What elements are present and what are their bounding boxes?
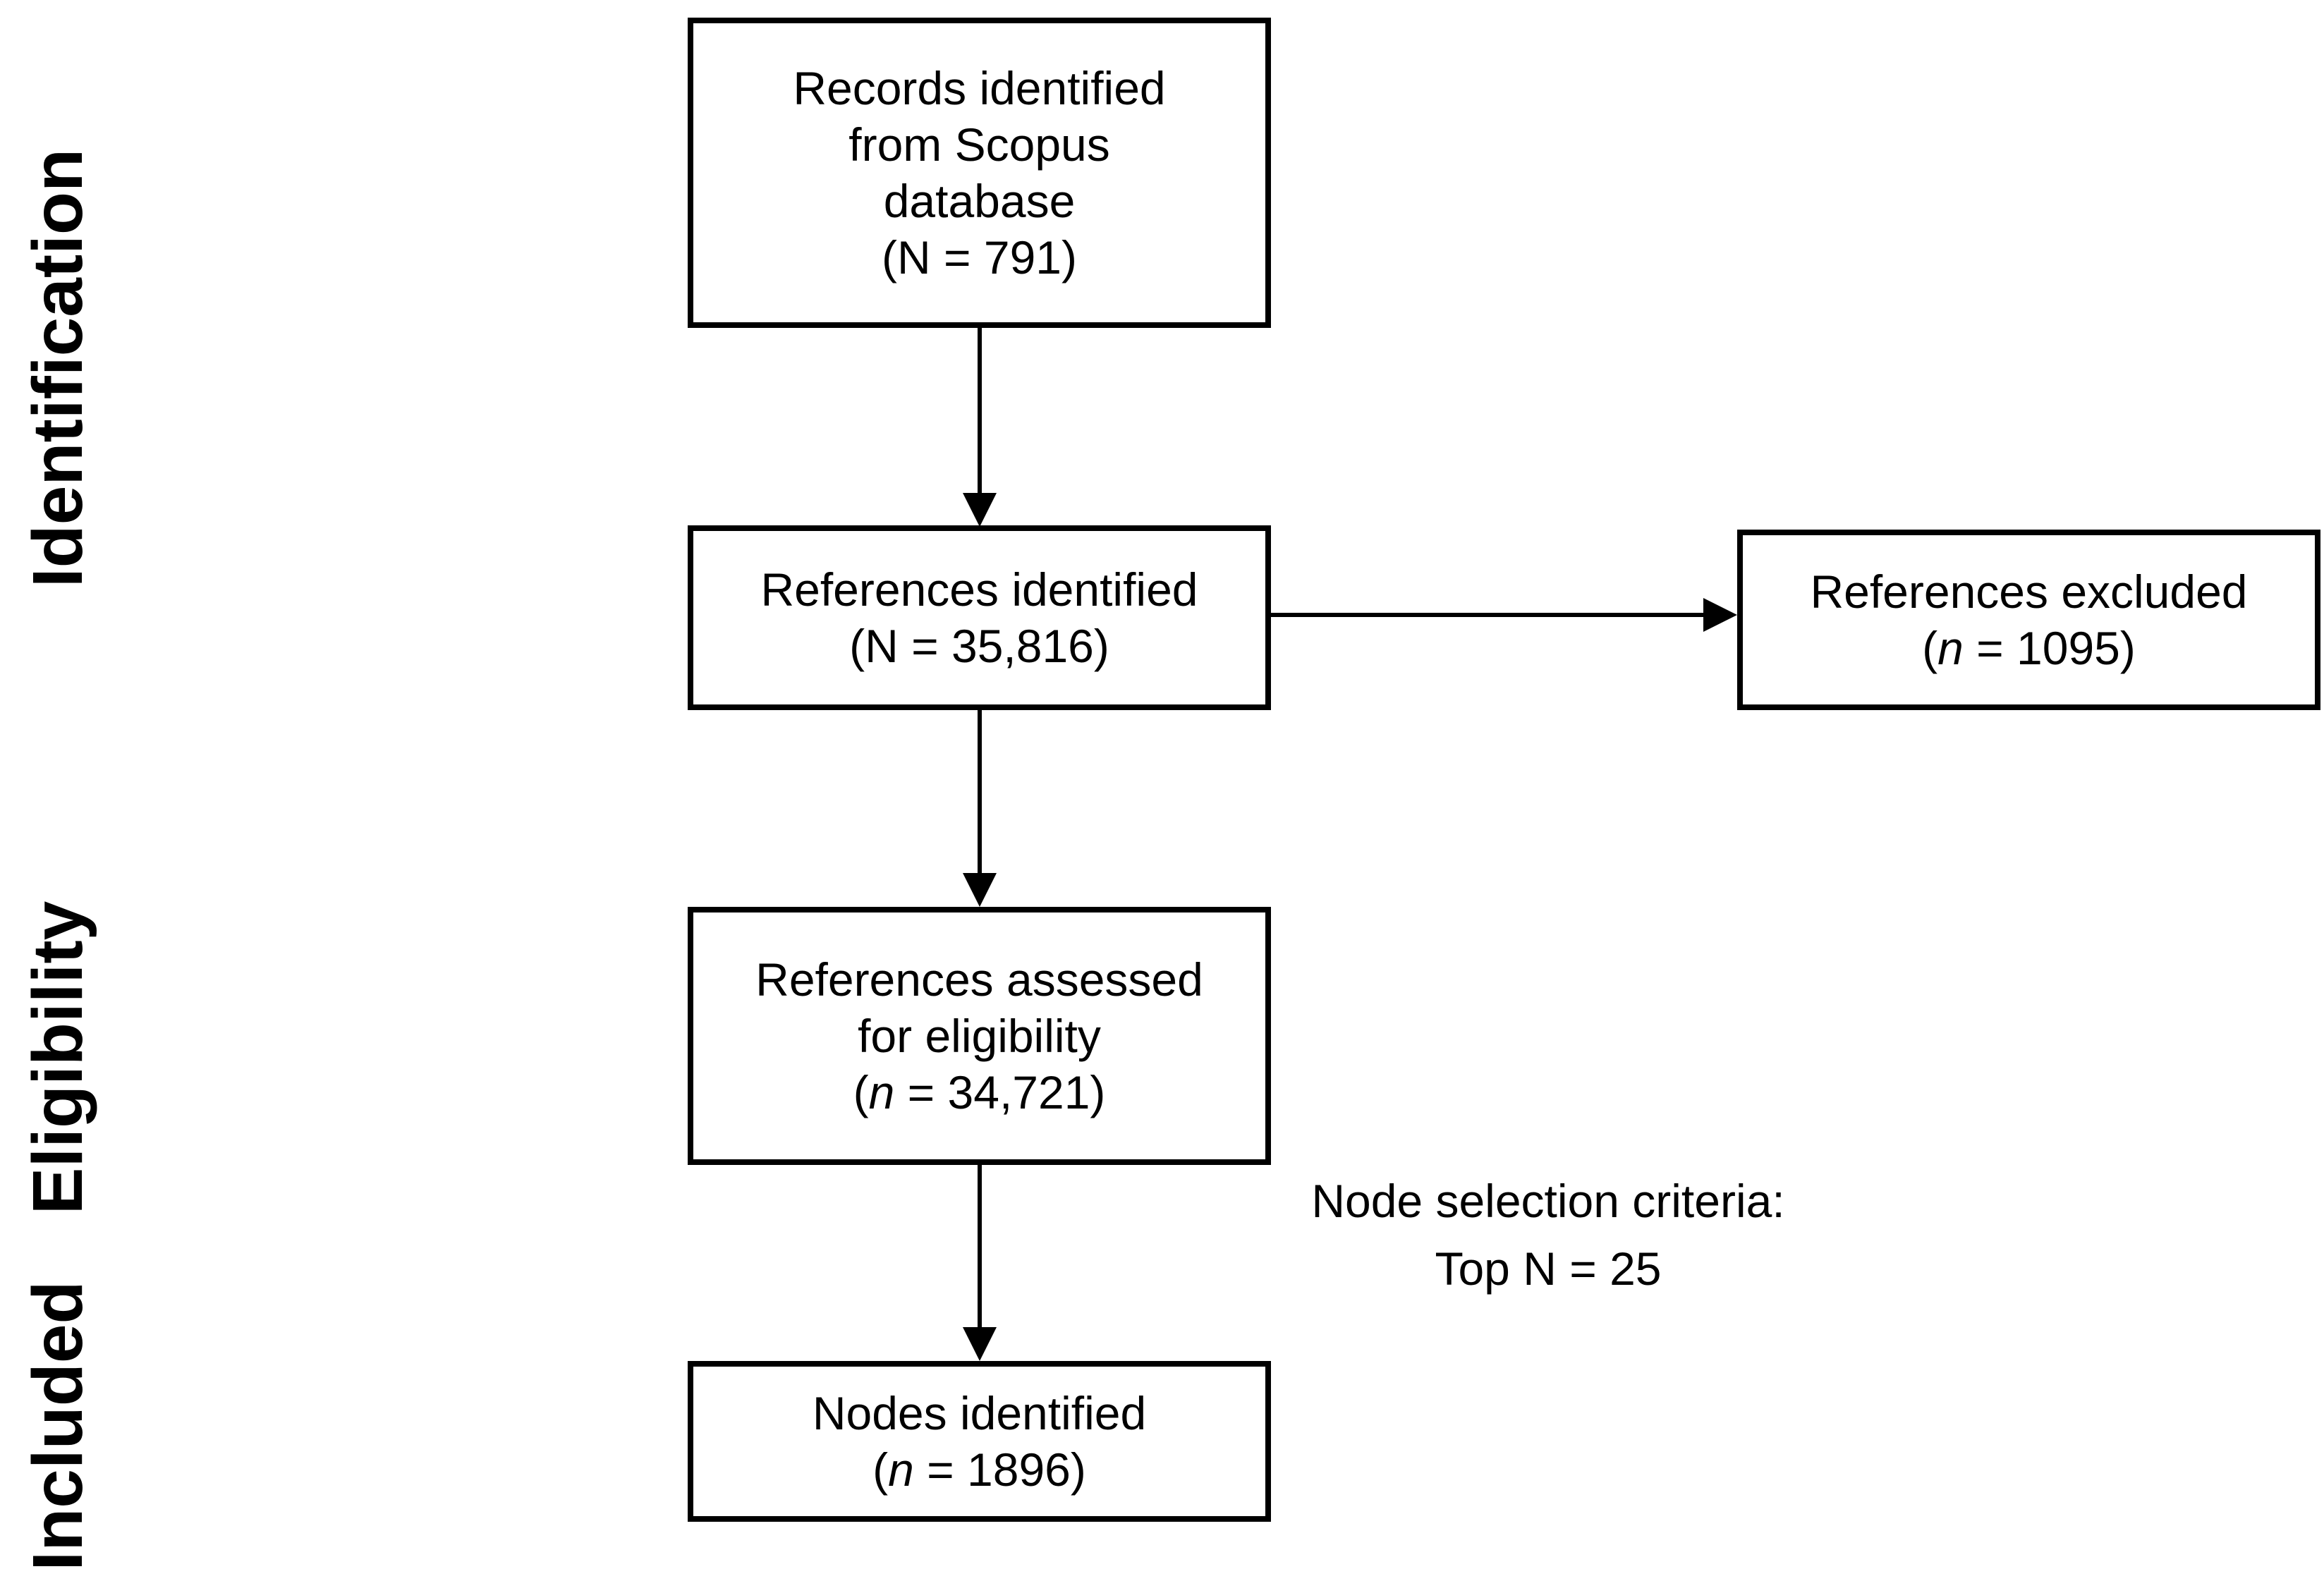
stage-label-identification: Identification — [18, 148, 97, 588]
box-text-line: for eligibility — [858, 1010, 1101, 1062]
box-text-line: References assessed — [755, 953, 1203, 1006]
stat-pre: ( — [1922, 622, 1938, 674]
stat-post: = 1896) — [913, 1443, 1086, 1496]
arrowhead-identified-to-excluded — [1703, 598, 1737, 632]
box-nodes-identified: Nodes identified (n = 1896) — [688, 1361, 1271, 1522]
arrow-line-assessed-to-nodes — [978, 1165, 982, 1331]
box-references-identified: References identified (N = 35,816) — [688, 525, 1271, 710]
stat-pre: ( — [849, 620, 865, 672]
stat-var: N — [896, 231, 931, 283]
box-references-assessed: References assessed for eligibility (n =… — [688, 907, 1271, 1165]
box-text-line: database — [883, 175, 1076, 227]
stat-var: n — [888, 1443, 914, 1496]
node-selection-note-line2: Top N = 25 — [1435, 1243, 1662, 1295]
box-records-identified: Records identified from Scopus database … — [688, 18, 1271, 328]
box-text-line: Records identified — [793, 62, 1166, 114]
box-text-line: References excluded — [1810, 566, 2248, 618]
box-text-line: References identified — [760, 563, 1198, 616]
arrow-line-records-to-identified — [978, 328, 982, 496]
box-stat-line: (n = 1095) — [1922, 620, 2136, 676]
node-selection-note-line1: Node selection criteria: — [1311, 1175, 1785, 1227]
stat-post: = 34,721) — [894, 1066, 1106, 1118]
arrowhead-records-to-identified — [963, 493, 997, 527]
stat-pre: ( — [872, 1443, 889, 1496]
box-stat-line: (n = 1896) — [872, 1441, 1086, 1498]
stat-var: n — [868, 1066, 895, 1118]
stat-pre: ( — [882, 231, 897, 283]
arrow-line-identified-to-excluded — [1271, 613, 1705, 617]
stage-label-included: Included — [18, 1281, 97, 1571]
box-stat-line: (n = 34,721) — [853, 1064, 1106, 1121]
node-selection-note: Node selection criteria: Top N = 25 — [1255, 1167, 1841, 1302]
box-stat-line: (N = 35,816) — [849, 618, 1109, 674]
stat-post: = 791) — [930, 231, 1077, 283]
stat-post: = 35,816) — [898, 620, 1109, 672]
box-text-line: Nodes identified — [812, 1387, 1147, 1439]
stat-var: n — [1937, 622, 1964, 674]
arrowhead-identified-to-assessed — [963, 873, 997, 907]
box-stat-line: (N = 791) — [882, 229, 1077, 286]
arrow-line-identified-to-assessed — [978, 710, 982, 876]
arrowhead-assessed-to-nodes — [963, 1327, 997, 1361]
box-references-excluded: References excluded (n = 1095) — [1737, 530, 2320, 710]
stat-post: = 1095) — [1963, 622, 2136, 674]
stat-pre: ( — [853, 1066, 869, 1118]
box-text-line: from Scopus — [848, 118, 1110, 171]
stat-var: N — [865, 620, 899, 672]
